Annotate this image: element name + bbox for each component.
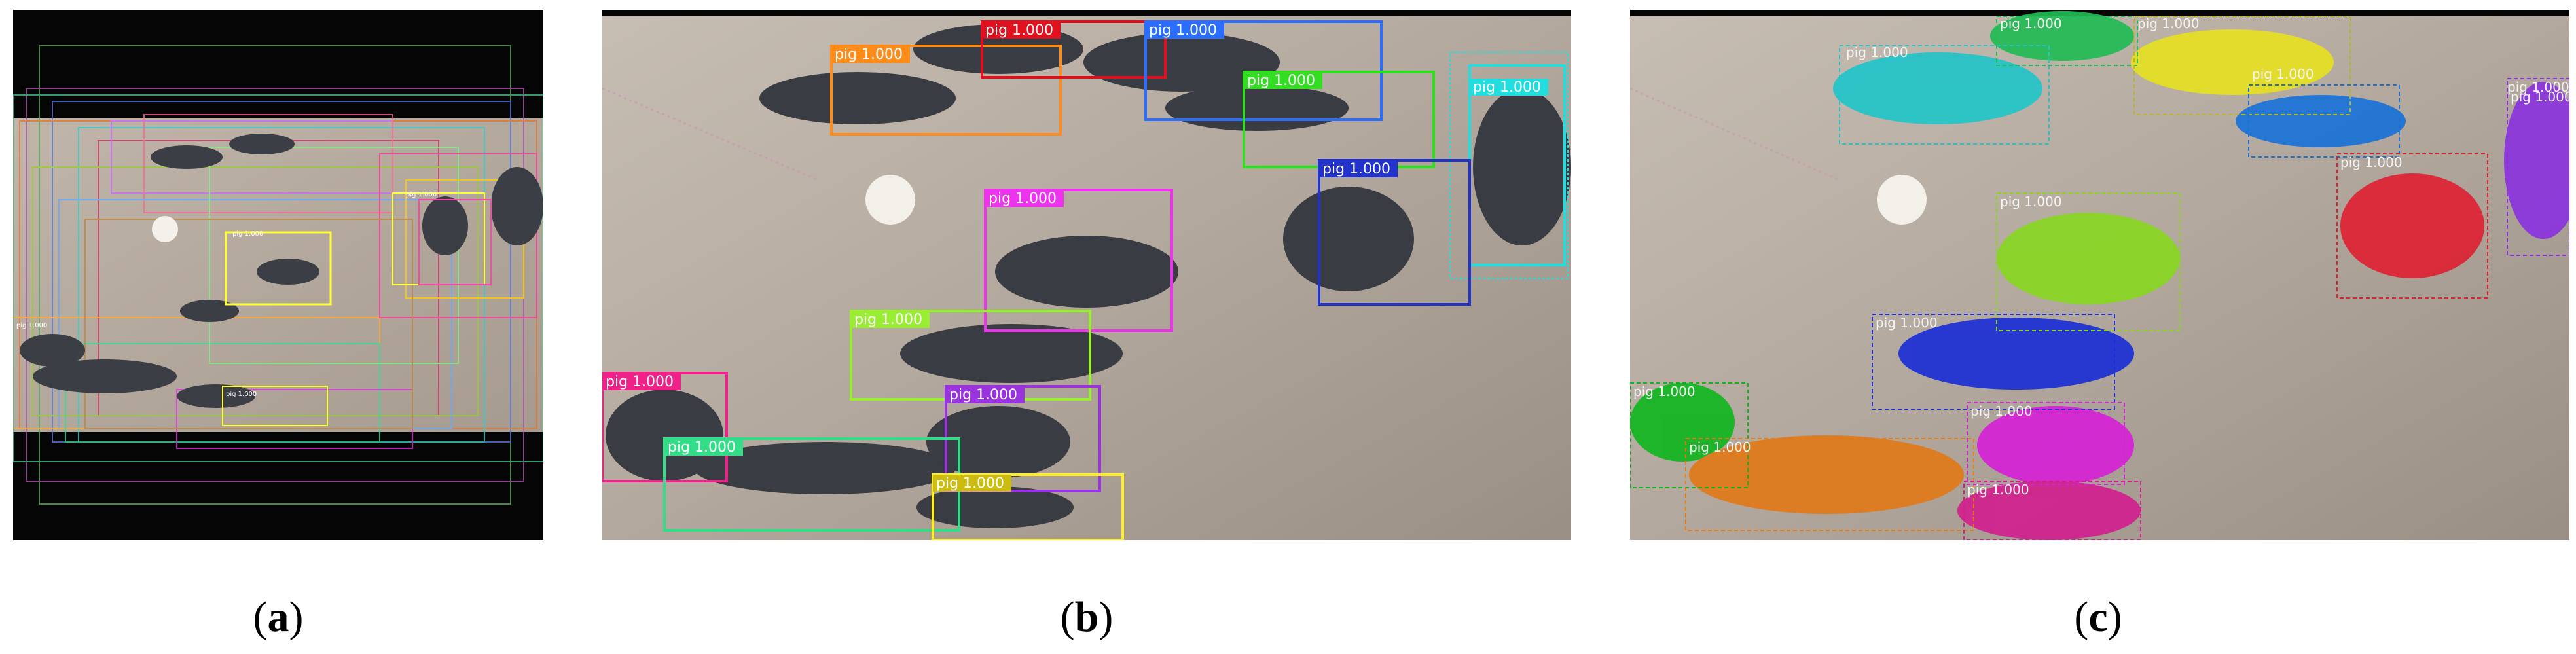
panel-b-svg: pig 1.000 pig 1.000 pig 1.000 pig 1.000 … <box>602 10 1571 540</box>
panel-c-svg: pig 1.000 pig 1.000 pig 1.000 pig 1.000 … <box>1630 10 2569 540</box>
panel-b-label-1: pig 1.000 <box>835 46 903 63</box>
panel-c-label-1: pig 1.000 <box>1846 45 1908 60</box>
panel-c-boxes <box>1630 16 2569 540</box>
panel-b-label-4: pig 1.000 <box>1247 73 1315 89</box>
panel-c-label-5: pig 1.000 <box>2507 79 2569 95</box>
caption-b: (b) <box>1060 593 1114 641</box>
caption-c: (c) <box>2074 593 2122 641</box>
caption-a: (a) <box>253 593 304 641</box>
panel-a-label-3: pig 1.000 <box>16 322 47 329</box>
panel-b-image: pig 1.000 pig 1.000 pig 1.000 pig 1.000 … <box>602 10 1571 540</box>
panel-b-label-8: pig 1.000 <box>854 312 922 328</box>
panel-c-label-13: pig 1.000 <box>2511 89 2569 105</box>
panel-a-label-2: pig 1.000 <box>406 191 437 198</box>
panel-b-label-11: pig 1.000 <box>668 439 736 456</box>
panel-b-label-12: pig 1.000 <box>936 475 1004 492</box>
panel-b-label-5: pig 1.000 <box>1473 79 1541 96</box>
panel-c-label-7: pig 1.000 <box>2000 194 2062 209</box>
panel-b-label-6: pig 1.000 <box>1322 161 1390 177</box>
panel-b-label-3: pig 1.000 <box>1149 22 1217 39</box>
panel-c-label-4: pig 1.000 <box>2252 66 2314 82</box>
panel-c-label-9: pig 1.000 <box>1633 384 1696 399</box>
panel-a-label-1: pig 1.000 <box>232 230 263 238</box>
panel-c-label-6: pig 1.000 <box>2340 154 2403 170</box>
panel-c-label-10: pig 1.000 <box>1689 439 1751 455</box>
panel-c-label-11: pig 1.000 <box>1970 403 2033 419</box>
panel-c-label-8: pig 1.000 <box>1876 315 1938 331</box>
panel-b-label-10: pig 1.000 <box>606 374 674 390</box>
panel-a-image: pig 1.000 pig 1.000 pig 1.000 pig 1.000 <box>13 10 543 540</box>
panel-b-label-9: pig 1.000 <box>949 387 1017 403</box>
panel-c-label-2: pig 1.000 <box>2000 16 2062 31</box>
panel-c-masks <box>1630 11 2569 540</box>
panel-c-feeder <box>1877 175 1927 225</box>
panel-b-feeder <box>865 175 915 225</box>
panel-c-image: pig 1.000 pig 1.000 pig 1.000 pig 1.000 … <box>1630 10 2569 540</box>
panel-a-feeder <box>152 216 178 242</box>
panel-a-svg: pig 1.000 pig 1.000 pig 1.000 pig 1.000 <box>13 10 543 540</box>
panel-b-label-7: pig 1.000 <box>989 191 1057 207</box>
panel-c-label-3: pig 1.000 <box>2137 16 2200 31</box>
panel-a-label-4: pig 1.000 <box>226 391 257 398</box>
panel-b-label-2: pig 1.000 <box>985 22 1053 39</box>
panel-c-label-12: pig 1.000 <box>1967 482 2029 498</box>
panel-a-pigs <box>20 134 543 408</box>
